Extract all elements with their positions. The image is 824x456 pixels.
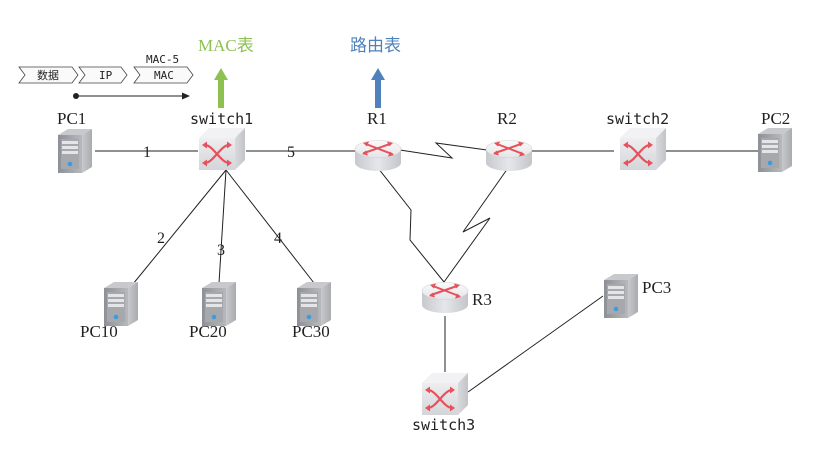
- device-label-pc10: PC10: [80, 322, 118, 341]
- pc-icon: [104, 282, 138, 326]
- port-label-5: 5: [287, 144, 295, 161]
- mac-table-indicator: MAC表: [198, 36, 254, 108]
- device-label-pc2: PC2: [761, 109, 790, 128]
- port-labels: 1 5 2 3 4: [143, 144, 295, 259]
- router-icon: [354, 139, 402, 172]
- routing-table-label: 路由表: [350, 36, 401, 55]
- device-label-r3: R3: [472, 290, 492, 309]
- device-label-switch2: switch2: [606, 110, 669, 128]
- up-arrow-icon: [214, 68, 228, 108]
- up-arrow-icon: [371, 68, 385, 108]
- device-label-switch1: switch1: [190, 110, 253, 128]
- device-switch2[interactable]: switch2: [606, 110, 669, 172]
- switch-icon: [618, 126, 668, 172]
- routing-table-indicator: 路由表: [350, 36, 401, 108]
- port-label-3: 3: [217, 242, 225, 259]
- router-icon: [421, 281, 469, 314]
- pc-icon: [297, 282, 331, 326]
- link-r1-r2-serial: [399, 142, 488, 159]
- link-r1-r3-serial: [377, 167, 445, 283]
- device-pc10[interactable]: PC10: [80, 282, 138, 341]
- link-switch1-pc30: [225, 169, 315, 284]
- device-pc3[interactable]: PC3: [604, 274, 671, 318]
- link-switch1-pc20: [218, 169, 227, 284]
- packet-segment-data-label: 数据: [37, 68, 59, 82]
- link-switch3-pc3: [467, 295, 604, 393]
- device-r2[interactable]: R2: [485, 109, 533, 172]
- packet-segment-ip-label: IP: [99, 69, 113, 82]
- link-r2-r3-serial: [443, 167, 509, 283]
- device-switch1[interactable]: switch1: [190, 110, 253, 172]
- router-icon: [485, 139, 533, 172]
- port-label-1: 1: [143, 144, 151, 161]
- device-label-pc30: PC30: [292, 322, 330, 341]
- device-pc20[interactable]: PC20: [189, 282, 236, 341]
- direction-arrow: [73, 92, 190, 100]
- device-pc1[interactable]: PC1: [57, 109, 92, 173]
- pc-icon: [58, 129, 92, 173]
- port-label-2: 2: [157, 230, 165, 247]
- packet-segment-data: 数据: [18, 66, 79, 84]
- device-switch3[interactable]: switch3: [412, 371, 475, 434]
- device-label-switch3: switch3: [412, 416, 475, 434]
- port-label-4: 4: [274, 230, 282, 247]
- packet-segment-ip: IP: [78, 66, 128, 84]
- device-r3[interactable]: R3: [421, 281, 492, 314]
- device-label-pc20: PC20: [189, 322, 227, 341]
- device-label-pc1: PC1: [57, 109, 86, 128]
- link-switch1-pc10: [132, 169, 227, 285]
- packet-format: 数据 IP MAC MAC-5: [18, 53, 194, 100]
- device-r1[interactable]: R1: [354, 109, 402, 172]
- device-pc2[interactable]: PC2: [758, 109, 792, 172]
- mac-table-label: MAC表: [198, 36, 254, 55]
- device-label-pc3: PC3: [642, 278, 671, 297]
- links: [95, 142, 758, 393]
- packet-segment-mac-label: MAC: [154, 69, 174, 82]
- pc-icon: [758, 128, 792, 172]
- pc-icon: [604, 274, 638, 318]
- pc-icon: [202, 282, 236, 326]
- device-pc30[interactable]: PC30: [292, 282, 331, 341]
- switch-icon: [420, 371, 470, 417]
- switch-icon: [197, 126, 247, 172]
- device-label-r2: R2: [497, 109, 517, 128]
- packet-segment-mac: MAC: [133, 66, 194, 84]
- mac-note: MAC-5: [146, 53, 179, 66]
- device-label-r1: R1: [367, 109, 387, 128]
